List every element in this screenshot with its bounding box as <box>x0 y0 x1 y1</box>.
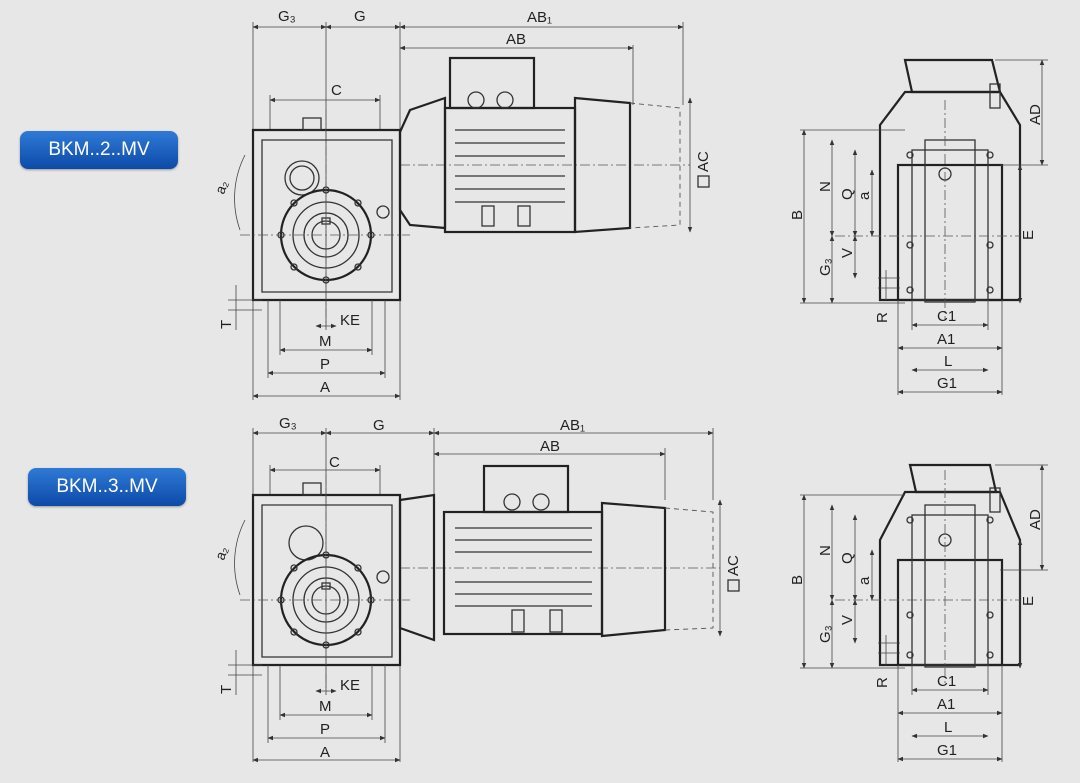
label-a2: a₂ <box>211 178 231 196</box>
label-a1: A1 <box>937 331 955 348</box>
label-ab: AB <box>540 438 560 455</box>
label-c: C <box>331 82 342 99</box>
label-ac: AC <box>725 555 742 576</box>
label-g1: G1 <box>937 742 957 759</box>
label-p: P <box>320 356 330 373</box>
label-q: Q <box>839 188 856 200</box>
label-t: T <box>218 685 235 694</box>
label-p: P <box>320 721 330 738</box>
label-g1: G1 <box>937 375 957 392</box>
label-r: R <box>874 677 891 688</box>
label-m: M <box>319 698 332 715</box>
label-g: G <box>373 417 385 434</box>
label-a1: A1 <box>937 696 955 713</box>
label-l: L <box>944 353 952 370</box>
label-b: B <box>789 575 806 585</box>
label-v: V <box>839 248 856 258</box>
label-q: Q <box>839 552 856 564</box>
label-ab1: AB₁ <box>527 9 552 26</box>
label-ac: AC <box>695 151 712 172</box>
label-e: E <box>1020 230 1037 240</box>
label-g3-side: G₃ <box>817 258 834 276</box>
label-a-small: a <box>856 576 873 585</box>
label-m: M <box>319 333 332 350</box>
label-a: A <box>320 744 330 761</box>
label-n: N <box>817 545 834 556</box>
front-view-bkm3: G₃ G AB₁ AB C a₂ T KE M P <box>211 415 742 763</box>
model-badge-bkm2[interactable]: BKM..2..MV <box>20 131 178 169</box>
label-n: N <box>817 181 834 192</box>
label-g3: G₃ <box>279 415 297 432</box>
model-badge-bkm3[interactable]: BKM..3..MV <box>28 468 186 506</box>
label-ad: AD <box>1027 509 1044 530</box>
label-l: L <box>944 719 952 736</box>
side-view-bkm2: B N Q a G₃ V R AD E C1 A1 L G1 <box>789 58 1048 395</box>
label-ke: KE <box>340 312 360 329</box>
label-a: A <box>320 379 330 396</box>
label-ad: AD <box>1027 104 1044 125</box>
label-b: B <box>789 210 806 220</box>
label-v: V <box>839 615 856 625</box>
label-g: G <box>354 8 366 25</box>
label-e: E <box>1020 596 1037 606</box>
label-r: R <box>874 312 891 323</box>
label-c: C <box>329 454 340 471</box>
label-g3-side: G₃ <box>817 625 834 643</box>
label-c1: C1 <box>937 673 956 690</box>
label-ab: AB <box>506 31 526 48</box>
label-c1: C1 <box>937 308 956 325</box>
front-view-bkm2: G₃ G AB₁ AB C a₂ T KE <box>211 8 712 400</box>
label-a2: a₂ <box>211 544 231 562</box>
label-ab1: AB₁ <box>560 417 585 434</box>
label-a-small: a <box>856 191 873 200</box>
side-view-bkm3: B N Q a G₃ V R AD E C1 A1 L G1 <box>789 463 1048 762</box>
label-t: T <box>218 320 235 329</box>
label-ke: KE <box>340 677 360 694</box>
label-g3: G₃ <box>278 8 296 25</box>
